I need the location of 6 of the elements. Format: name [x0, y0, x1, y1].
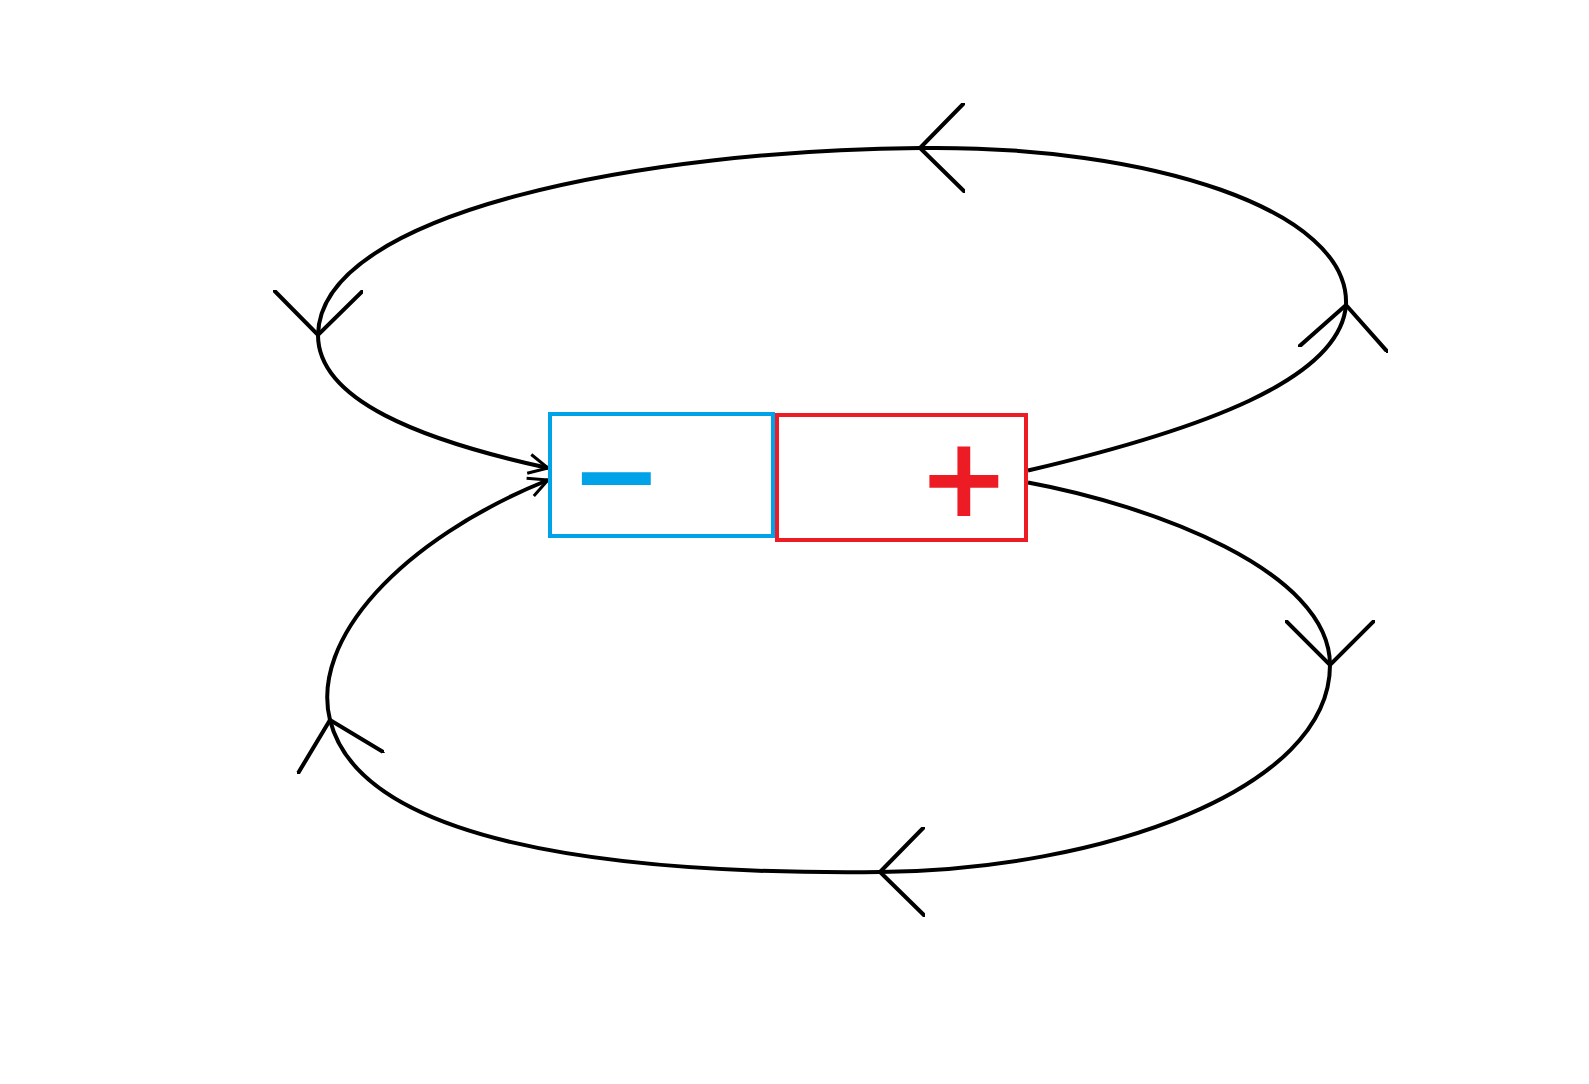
field-line-arrow: [296, 476, 1375, 917]
positive-terminal-box: [775, 413, 1028, 542]
plus-sign: +: [917, 422, 1010, 533]
field-line-arrow: [273, 103, 1388, 475]
minus-sign: −: [570, 420, 663, 530]
negative-terminal-box: [548, 412, 775, 538]
